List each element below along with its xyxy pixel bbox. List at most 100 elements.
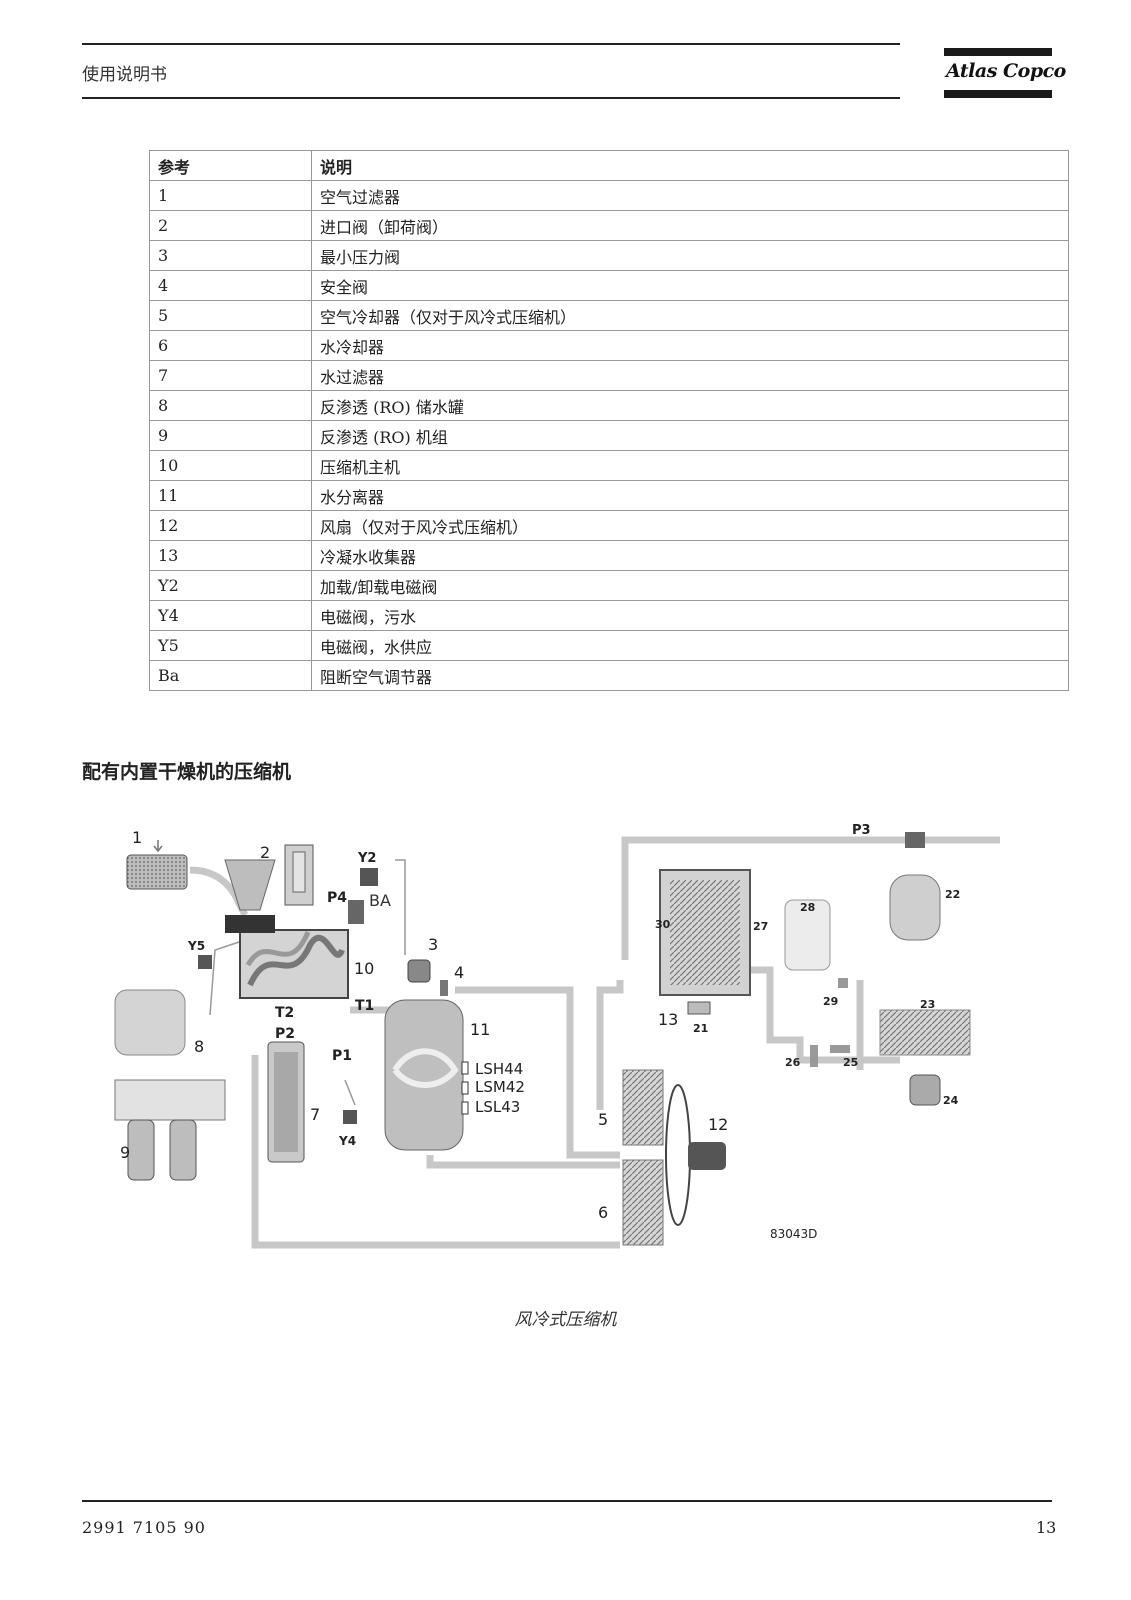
description-cell: 水分离器 xyxy=(311,480,1069,511)
diagram-label-ba: BA xyxy=(369,891,391,910)
ref-cell: Ba xyxy=(149,660,312,691)
air-piping xyxy=(189,836,1000,1249)
solenoid-valve-y4 xyxy=(343,1110,357,1124)
water-filter: 7 xyxy=(267,1041,320,1163)
table-header-row: 参考 说明 xyxy=(149,150,1069,181)
diagram-label-p2: P2 xyxy=(275,1026,295,1042)
description-cell: 进口阀（卸荷阀） xyxy=(311,210,1069,241)
diagram-label-n24: 24 xyxy=(943,1094,959,1107)
description-cell: 电磁阀，水供应 xyxy=(311,630,1069,661)
refrigerant-condenser: 23 xyxy=(879,998,971,1056)
ref-cell: 13 xyxy=(149,540,312,571)
ref-cell: Y4 xyxy=(149,600,312,631)
header-title: 使用说明书 xyxy=(82,65,167,85)
diagram-label-n11: 11 xyxy=(470,1020,490,1039)
filter-25 xyxy=(830,1045,850,1053)
ref-cell: 2 xyxy=(149,210,312,241)
ref-cell: 1 xyxy=(149,180,312,211)
diagram-label-lsh: LSH44 xyxy=(475,1060,523,1078)
solenoid-valve-y5 xyxy=(198,955,212,969)
description-cell: 电磁阀，污水 xyxy=(311,600,1069,631)
valve-26 xyxy=(810,1045,818,1067)
diagram-label-n2: 2 xyxy=(260,843,270,862)
ref-cell: 11 xyxy=(149,480,312,511)
diagram-label-t2: T2 xyxy=(275,1005,294,1021)
diagram-label-n12: 12 xyxy=(708,1115,728,1134)
ref-cell: 4 xyxy=(149,270,312,301)
diagram-label-p3: P3 xyxy=(852,823,871,838)
description-cell: 冷凝水收集器 xyxy=(311,540,1069,571)
description-cell: 反渗透 (RO) 储水罐 xyxy=(311,390,1069,421)
header-rule-bottom xyxy=(82,97,900,99)
cooling-fan: 12 xyxy=(665,1084,728,1226)
atlas-copco-logo: Atlas Copco xyxy=(944,48,1066,98)
compressor-schematic: 1 2 Y2 P4 BA 10 Y5 T2 T1 P2 P1 8 9 xyxy=(114,823,1000,1249)
diagram-label-n1: 1 xyxy=(132,828,142,847)
figure-caption: 风冷式压缩机 xyxy=(514,1310,617,1330)
diagram-label-code: 83043D xyxy=(770,1227,817,1241)
diagram-label-n9: 9 xyxy=(120,1143,130,1162)
refrigerant-compressor: 24 xyxy=(909,1074,959,1107)
diagram-label-lsl: LSL43 xyxy=(475,1098,520,1116)
ref-cell: 10 xyxy=(149,450,312,481)
diagram-label-n6: 6 xyxy=(598,1203,608,1222)
water-cooler: 6 xyxy=(598,1159,664,1246)
valve-29 xyxy=(838,978,848,988)
diagram-label-n30: 30 xyxy=(655,918,671,931)
solenoid-valve-y2: Y2 xyxy=(357,851,378,886)
diagram-label-n5: 5 xyxy=(598,1110,608,1129)
logo-text: Atlas Copco xyxy=(946,60,1066,82)
description-cell: 安全阀 xyxy=(311,270,1069,301)
condensate-drain: 28 xyxy=(784,899,831,971)
page-number: 13 xyxy=(1036,1518,1057,1537)
inlet-valve: 2 xyxy=(224,843,314,911)
header-cell-desc: 说明 xyxy=(311,150,1069,181)
diagram-label-t1: T1 xyxy=(355,998,374,1014)
diagram-label-p4: P4 xyxy=(327,890,347,906)
description-cell: 水过滤器 xyxy=(311,360,1069,391)
diagram-label-y5: Y5 xyxy=(187,939,205,953)
description-cell: 加载/卸载电磁阀 xyxy=(311,570,1069,601)
ref-cell: 6 xyxy=(149,330,312,361)
section-title: 配有内置干燥机的压缩机 xyxy=(82,761,292,783)
ref-cell: Y5 xyxy=(149,630,312,661)
minimum-pressure-valve: 3 xyxy=(407,935,438,983)
diagram-label-n28: 28 xyxy=(800,901,815,914)
description-cell: 压缩机主机 xyxy=(311,450,1069,481)
diagram-label-n22: 22 xyxy=(945,888,960,901)
refrigerant-receiver: 22 xyxy=(889,874,960,941)
water-separator: 11 LSH44 LSM42 LSL43 xyxy=(384,999,525,1151)
air-filter: 1 xyxy=(126,828,188,890)
diagram-label-n10: 10 xyxy=(354,959,374,978)
description-cell: 空气过滤器 xyxy=(311,180,1069,211)
diagram-label-n7: 7 xyxy=(310,1105,320,1124)
diagram-label-p1: P1 xyxy=(332,1048,352,1064)
diagram-label-lsm: LSM42 xyxy=(475,1078,525,1096)
ref-cell: 3 xyxy=(149,240,312,271)
description-cell: 空气冷却器（仅对于风冷式压缩机） xyxy=(311,300,1069,331)
description-cell: 最小压力阀 xyxy=(311,240,1069,271)
description-cell: 阻断空气调节器 xyxy=(311,660,1069,691)
diagram-label-n27: 27 xyxy=(753,920,768,933)
diagram-label-n25: 25 xyxy=(843,1056,858,1069)
ref-cell: Y2 xyxy=(149,570,312,601)
ref-cell: 12 xyxy=(149,510,312,541)
diagram-label-y4: Y4 xyxy=(338,1134,356,1148)
document-number: 2991 7105 90 xyxy=(82,1518,206,1537)
ref-cell: 9 xyxy=(149,420,312,451)
diagram-label-n3: 3 xyxy=(428,935,438,954)
header-rule-top xyxy=(82,43,900,45)
